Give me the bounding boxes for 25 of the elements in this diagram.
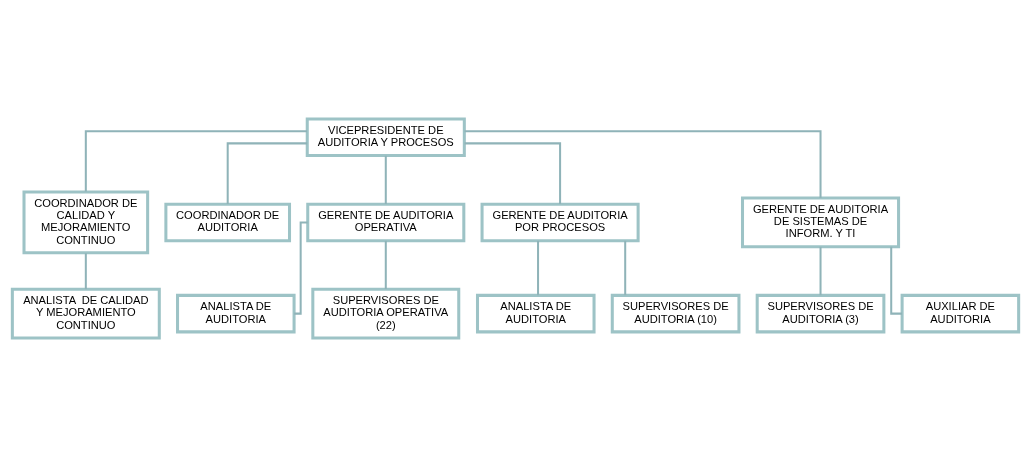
connector [84, 129, 307, 192]
connector [464, 141, 562, 204]
connector [384, 240, 387, 289]
connector [624, 240, 627, 295]
connector [890, 246, 902, 315]
node-box: GERENTE DE AUDITORIA DE SISTEMAS DE INFORM. Y TI [741, 196, 901, 248]
connector [464, 129, 822, 198]
connector [819, 246, 822, 295]
connector [384, 155, 387, 204]
node-box: ANALISTA DE AUDITORIA [476, 293, 596, 333]
connector [84, 252, 87, 289]
node-box: VICEPRESIDENTE DE AUDITORIA Y PROCESOS [305, 117, 466, 157]
connector [294, 220, 308, 315]
node-box: GERENTE DE AUDITORIA POR PROCESOS [480, 202, 640, 242]
connector [537, 240, 540, 295]
node-box: AUXILIAR DE AUDITORIA [900, 293, 1021, 333]
node-box: SUPERVISORES DE AUDITORIA (10) [610, 293, 741, 333]
node-box: ANALISTA DE CALIDAD Y MEJORAMIENTO CONTINUO [10, 287, 161, 339]
node-box: COORDINADOR DE CALIDAD Y MEJORAMIENTO CONTINUO [22, 190, 150, 254]
node-box: SUPERVISORES DE AUDITORIA (3) [755, 293, 886, 333]
node-box: SUPERVISORES DE AUDITORIA OPERATIVA (22) [311, 287, 461, 339]
node-box: COORDINADOR DE AUDITORIA [164, 202, 292, 242]
node-box: GERENTE DE AUDITORIA OPERATIVA [306, 202, 466, 242]
node-box: ANALISTA DE AUDITORIA [176, 293, 296, 333]
connector [226, 141, 308, 204]
